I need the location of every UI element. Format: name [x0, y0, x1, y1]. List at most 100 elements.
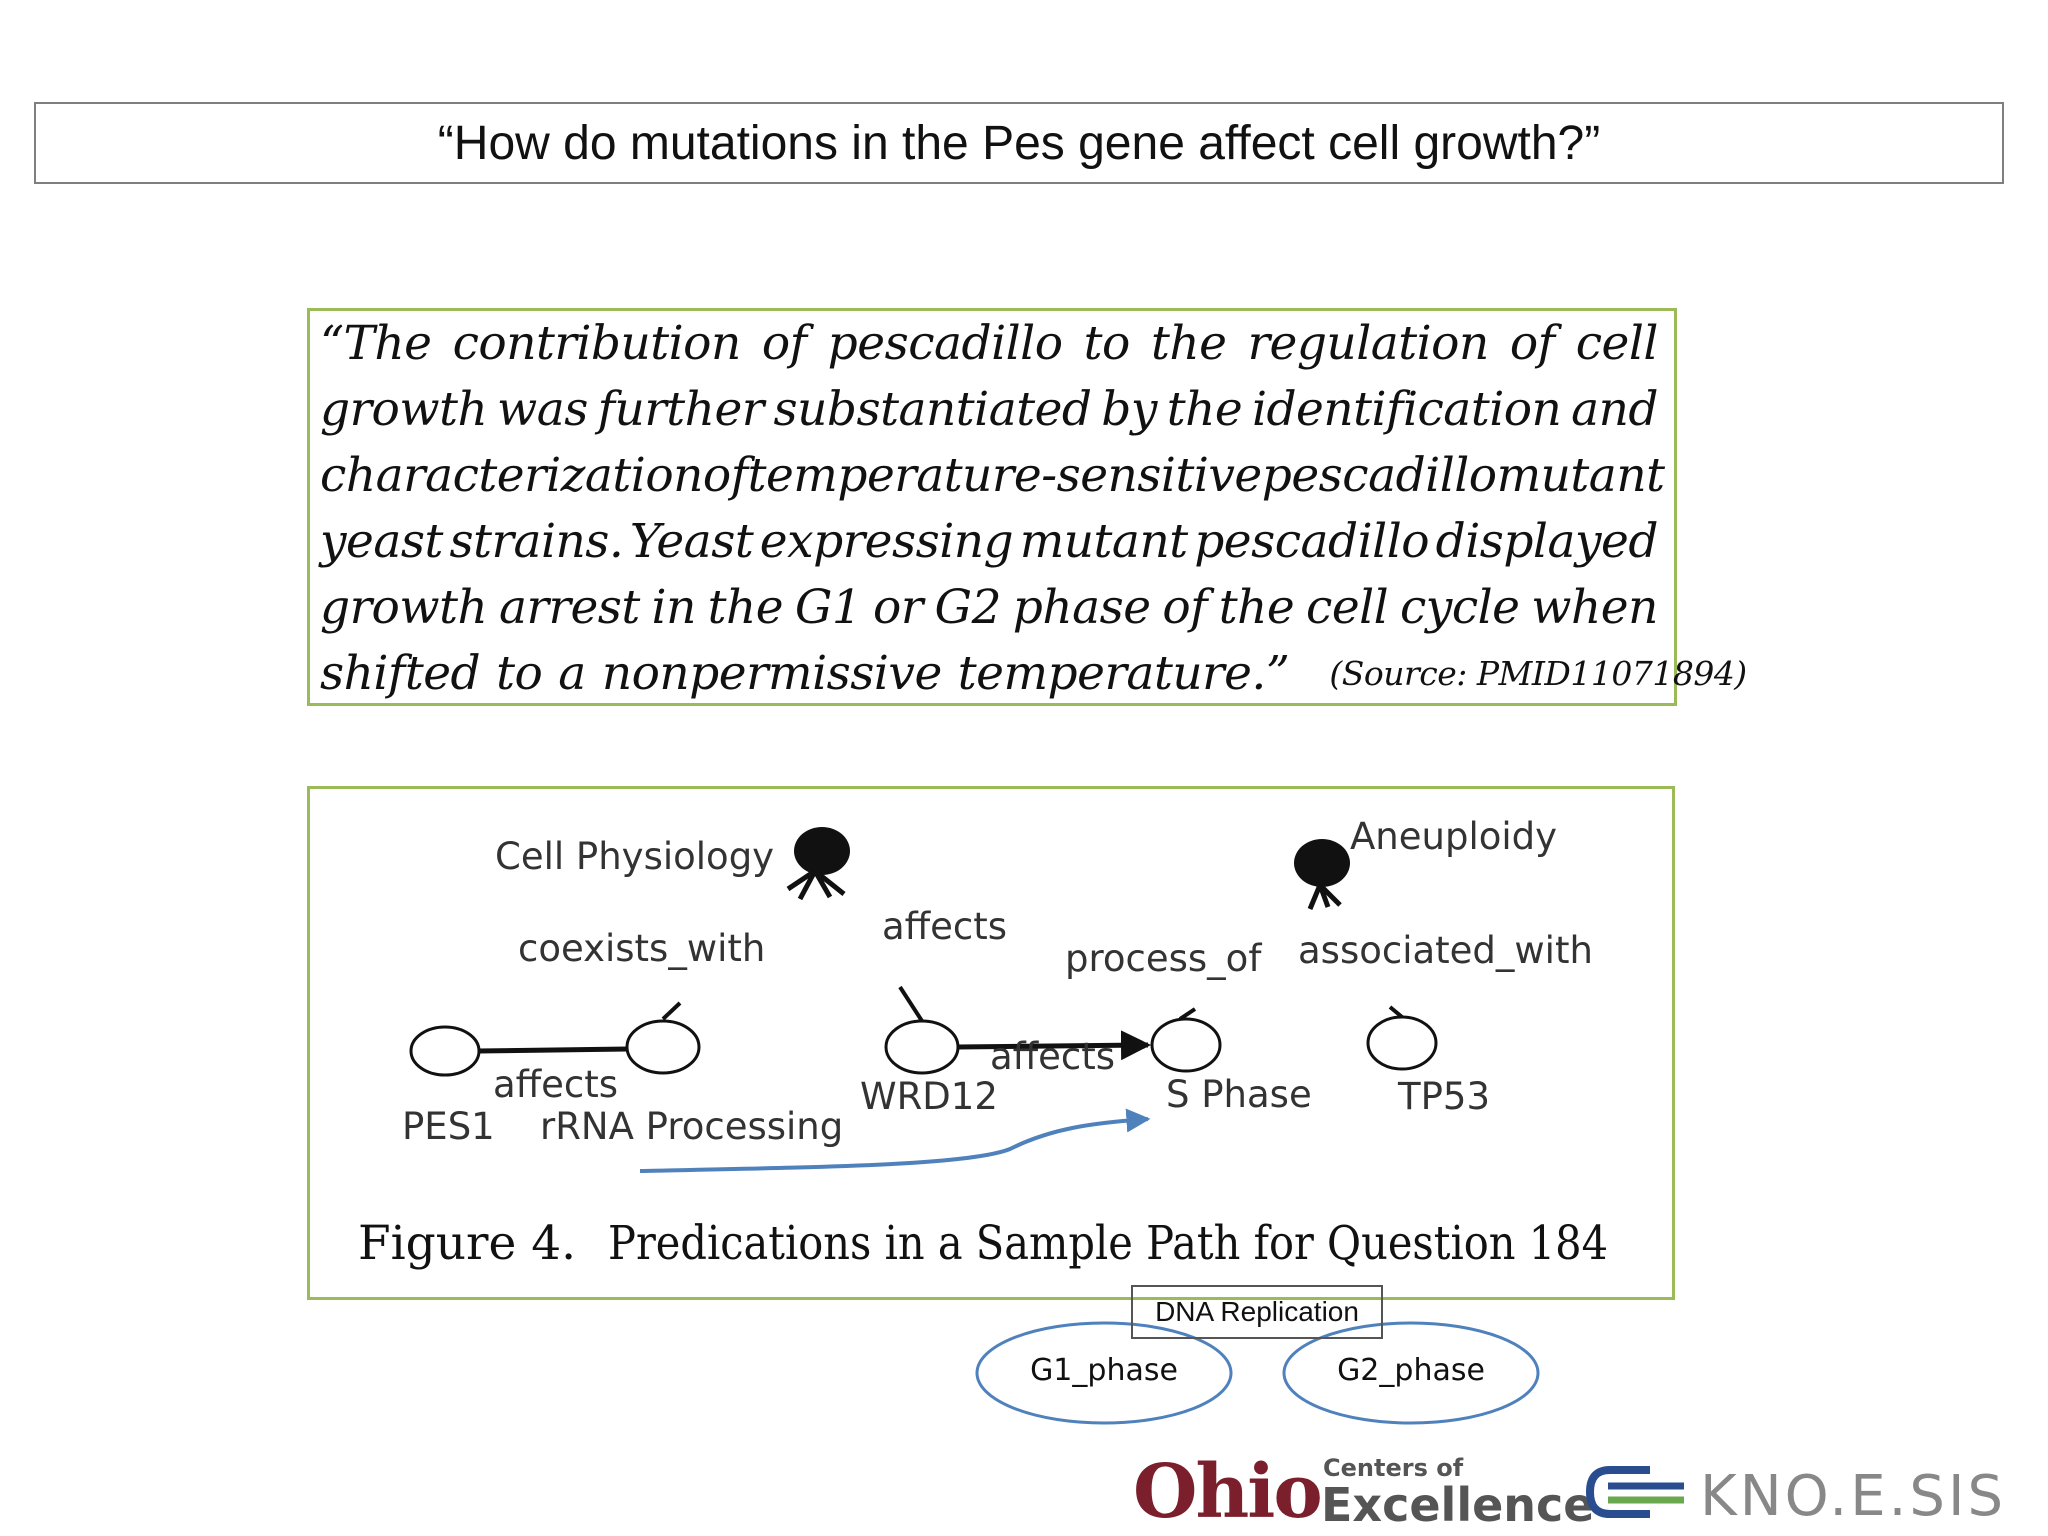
quote-word: by	[1101, 382, 1157, 437]
figure-caption-number: Figure 4.	[358, 1216, 576, 1271]
quote-word: nonpermissive	[601, 646, 942, 701]
label-associated-with: associated_with	[1298, 929, 1593, 972]
quote-word: the	[1218, 580, 1295, 635]
question-text: “How do mutations in the Pes gene affect…	[437, 116, 1601, 170]
g2-phase-ellipse	[1282, 1321, 1540, 1425]
label-coexists-with: coexists_with	[518, 927, 765, 970]
quote-word: pescadillo	[1261, 448, 1497, 503]
quote-word: a	[558, 646, 586, 701]
label-affects-top: affects	[882, 905, 1007, 948]
quote-word: mutant	[1019, 514, 1188, 569]
quote-word: to	[496, 646, 543, 701]
quote-word: in	[651, 580, 697, 635]
ohio-logo-excellence: Excellence	[1321, 1478, 1595, 1532]
ohio-logo-text: Ohio	[1133, 1449, 1323, 1535]
quote-word: shifted	[320, 646, 481, 701]
quote-word: the	[707, 580, 784, 635]
blue-path-arrow	[639, 1108, 1151, 1173]
quote-word: of	[702, 448, 748, 503]
quote-word: identification	[1251, 382, 1562, 437]
label-cell-physiology: Cell Physiology	[495, 835, 774, 878]
pes1-node	[409, 1025, 481, 1077]
tick-tp53	[1388, 1005, 1404, 1019]
s-phase-node	[1150, 1017, 1222, 1073]
quote-word: mutant	[1496, 448, 1665, 503]
quote-word: of	[1509, 316, 1555, 371]
quote-source: (Source: PMID11071894)	[1329, 654, 1747, 693]
quote-word: cell	[1575, 316, 1659, 371]
label-pes1: PES1	[402, 1105, 495, 1148]
figure-caption-text: Predications in a Sample Path for Questi…	[608, 1216, 1608, 1271]
cell-physiology-node	[794, 827, 850, 875]
knoesis-logo: KNO.E.SIS	[1580, 1462, 2020, 1529]
ohio-centers-of-excellence-logo: Ohio Centers of Excellence	[1133, 1449, 1595, 1535]
quote-word: temperature-sensitive	[747, 448, 1263, 503]
quote-word: phase	[1012, 580, 1151, 635]
quote-word: further	[597, 382, 765, 437]
quote-word: the	[1166, 382, 1243, 437]
label-process-of: process_of	[1065, 937, 1262, 980]
rrna-node	[625, 1019, 701, 1075]
quote-word: contribution	[452, 316, 742, 371]
question-box: “How do mutations in the Pes gene affect…	[34, 102, 2004, 184]
quote-word: displayed	[1435, 514, 1659, 569]
tick-rrna	[661, 1001, 682, 1021]
quote-word: G2	[934, 580, 1002, 635]
edge-pes1-rrna	[477, 1046, 629, 1054]
tick-wrd12	[898, 985, 924, 1023]
wrd12-node	[884, 1019, 960, 1075]
quote-word: “The	[320, 316, 432, 371]
dna-replication-box: DNA Replication	[1131, 1285, 1383, 1339]
edge-wrd12-sphase	[957, 1030, 1151, 1061]
label-affects-wrd12: affects	[990, 1035, 1115, 1078]
quote-word: when	[1531, 580, 1658, 635]
phase-ellipses	[975, 1321, 1540, 1425]
quote-word: G1	[794, 580, 862, 635]
quote-word: of	[761, 316, 807, 371]
quote-word: cell	[1306, 580, 1389, 635]
quote-word: of	[1162, 580, 1208, 635]
quote-word: temperature.”	[957, 646, 1290, 701]
quote-word: was	[497, 382, 588, 437]
quote-word: to	[1083, 316, 1131, 371]
tick-s-phase	[1178, 1007, 1197, 1021]
tp53-node	[1366, 1015, 1438, 1071]
knoesis-mark-icon	[1585, 1466, 1684, 1518]
quote-word: arrest	[499, 580, 640, 635]
quote-word: yeast	[320, 514, 443, 569]
quote-word: growth	[320, 580, 488, 635]
label-affects-pes1: affects	[493, 1063, 618, 1106]
label-aneuploidy: Aneuploidy	[1350, 815, 1557, 858]
knoesis-logo-text: KNO.E.SIS	[1700, 1464, 2007, 1529]
quote-word: the	[1150, 316, 1227, 371]
quote-word: characterization	[320, 448, 703, 503]
figure-box: Cell Physiology Aneuploidy coexists_with…	[307, 786, 1675, 1300]
quote-word: regulation	[1247, 316, 1490, 371]
cell-physiology-arrow	[786, 868, 846, 901]
g1-phase-label: G1_phase	[1030, 1353, 1178, 1388]
quote-word: cycle	[1399, 580, 1520, 635]
quote-word: expressing	[759, 514, 1014, 569]
g2-phase-label: G2_phase	[1337, 1353, 1485, 1388]
quote-word: pescadillo	[827, 316, 1063, 371]
quote-word: Yeast	[629, 514, 754, 569]
aneuploidy-node	[1294, 839, 1350, 887]
aneuploidy-arrow	[1307, 883, 1342, 910]
label-tp53: TP53	[1397, 1075, 1490, 1118]
label-wrd12: WRD12	[860, 1075, 998, 1118]
quote-word: growth	[320, 382, 488, 437]
label-s-phase: S Phase	[1166, 1073, 1312, 1116]
label-rrna-processing: rRNA Processing	[540, 1105, 843, 1148]
quote-word: pescadillo	[1194, 514, 1430, 569]
ohio-logo-centers-of: Centers of	[1323, 1454, 1464, 1482]
figure-diagram: Cell Physiology Aneuploidy coexists_with…	[358, 815, 1608, 1271]
g1-phase-ellipse	[975, 1321, 1233, 1425]
quote-word: and	[1571, 382, 1658, 437]
quote-word: strains.	[449, 514, 624, 569]
